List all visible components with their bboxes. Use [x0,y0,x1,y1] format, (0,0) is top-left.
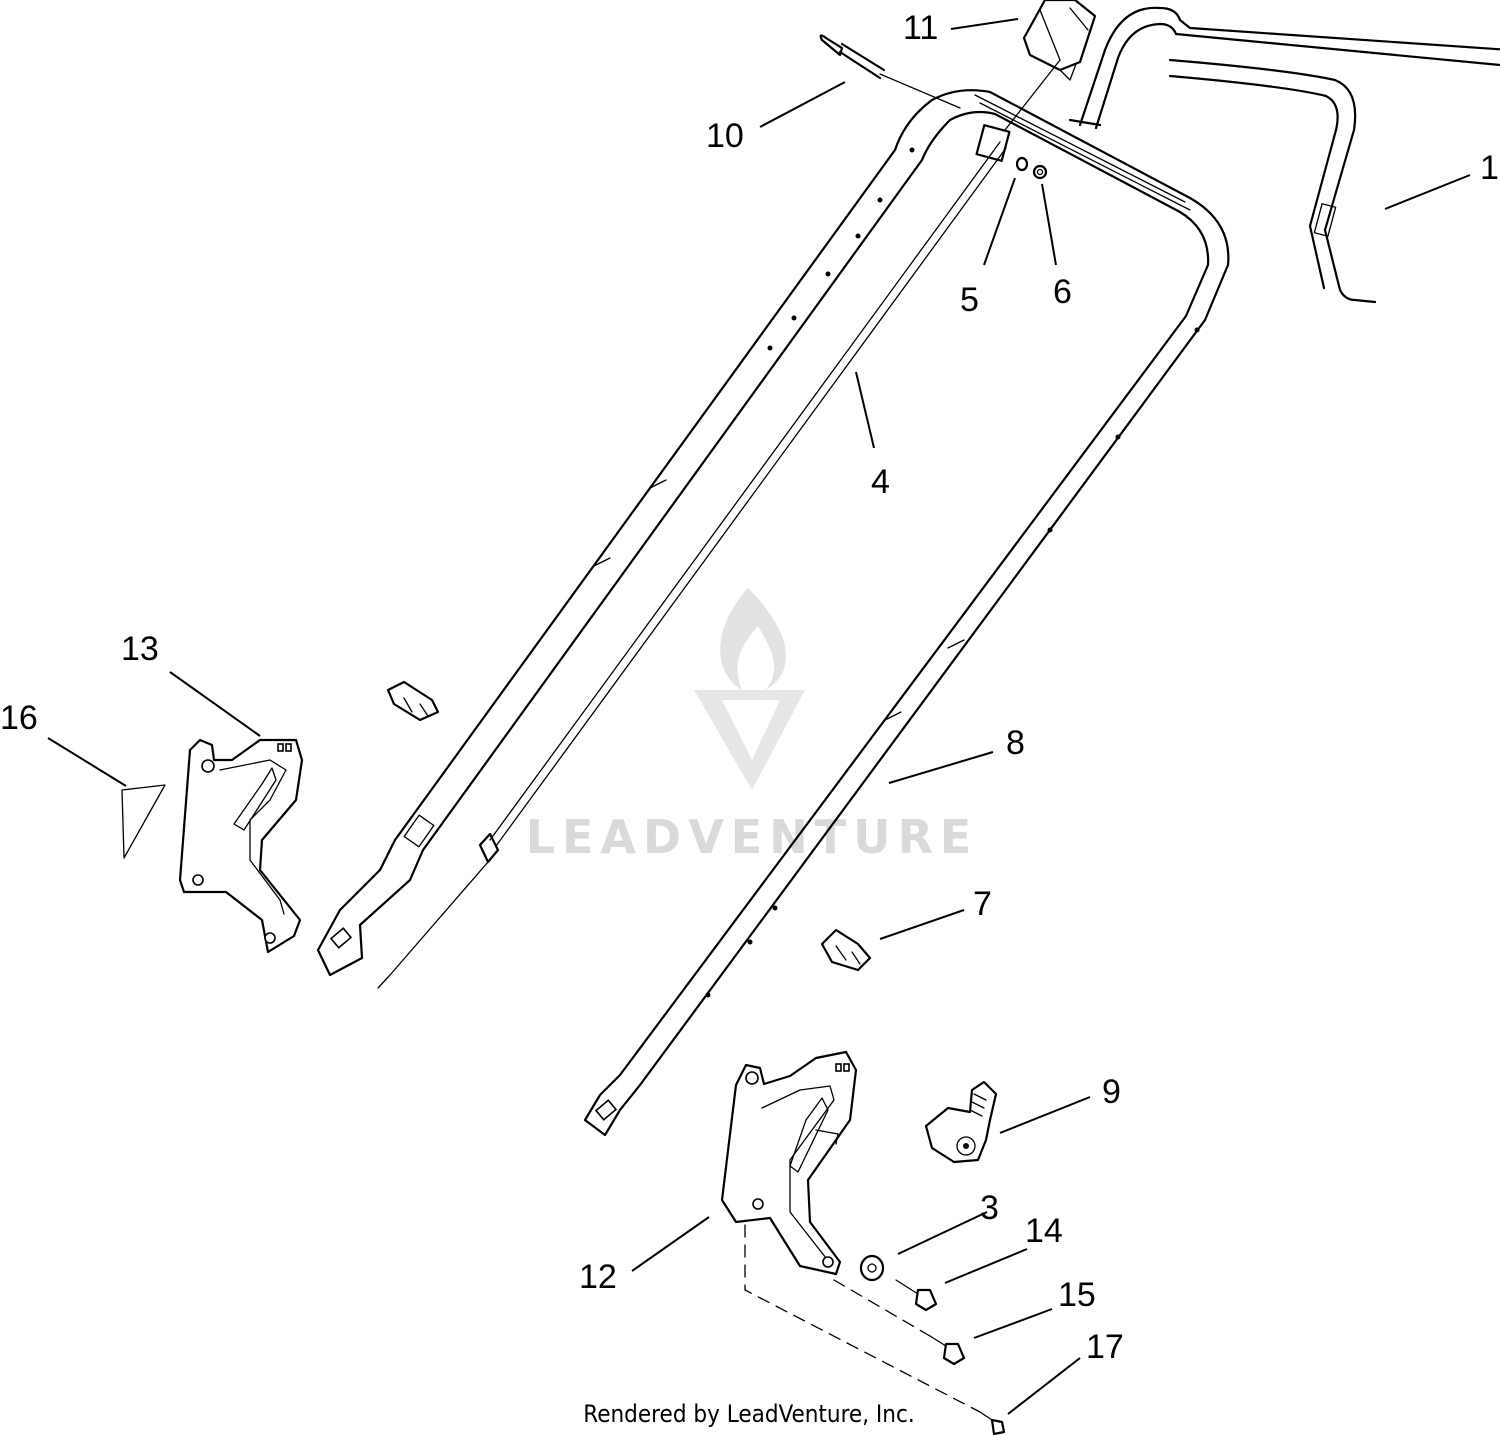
watermark-text: LEADVENTURE [526,810,979,864]
render-credit: Rendered by LeadVenture, Inc. [583,1400,914,1428]
callout-8: 8 [1006,724,1025,762]
callout-14: 14 [1025,1212,1063,1250]
watermark-v-icon [694,690,805,790]
part-8-right-handle-tube [583,263,1230,1137]
leader-lines [47,18,1471,1415]
part-4-left-handle-tube [316,89,1230,977]
callout-labels: 1 3 4 5 6 7 8 9 10 11 12 13 14 15 16 17 [0,9,1499,1366]
cable-clip [386,680,440,722]
callout-4: 4 [871,463,890,501]
part-15-bolt [929,1335,966,1366]
watermark-flame-icon [720,588,786,690]
callout-16: 16 [0,699,38,737]
callout-9: 9 [1102,1073,1121,1111]
callout-15: 15 [1058,1276,1096,1314]
part-11-control-housing [1022,0,1097,81]
part-3-washer [859,1254,885,1282]
part-16-decal [121,784,166,859]
part-6-nut [1032,164,1048,180]
part-12-right-bracket [720,1050,858,1276]
callout-13: 13 [121,630,159,668]
callout-1: 1 [1480,149,1499,187]
part-10-cable-end [819,34,961,109]
part-9-knob [924,1080,998,1164]
part-13-left-bracket [178,738,304,954]
assembly-lines [744,1224,981,1413]
part-17-screw [979,1411,1006,1435]
part-14-bolt [895,1279,938,1312]
watermark: LEADVENTURE [526,588,979,864]
callout-3: 3 [980,1189,999,1227]
part-1-upper-handle [1068,6,1500,304]
callout-17: 17 [1086,1328,1124,1366]
callout-6: 6 [1053,273,1072,311]
callout-12: 12 [579,1258,617,1296]
part-7-clip [820,928,872,972]
callout-10: 10 [706,117,744,155]
callout-11: 11 [903,9,938,47]
callout-5: 5 [960,281,979,319]
part-5-washer [1015,156,1029,172]
callout-7: 7 [973,885,992,923]
control-cable [377,59,1061,989]
